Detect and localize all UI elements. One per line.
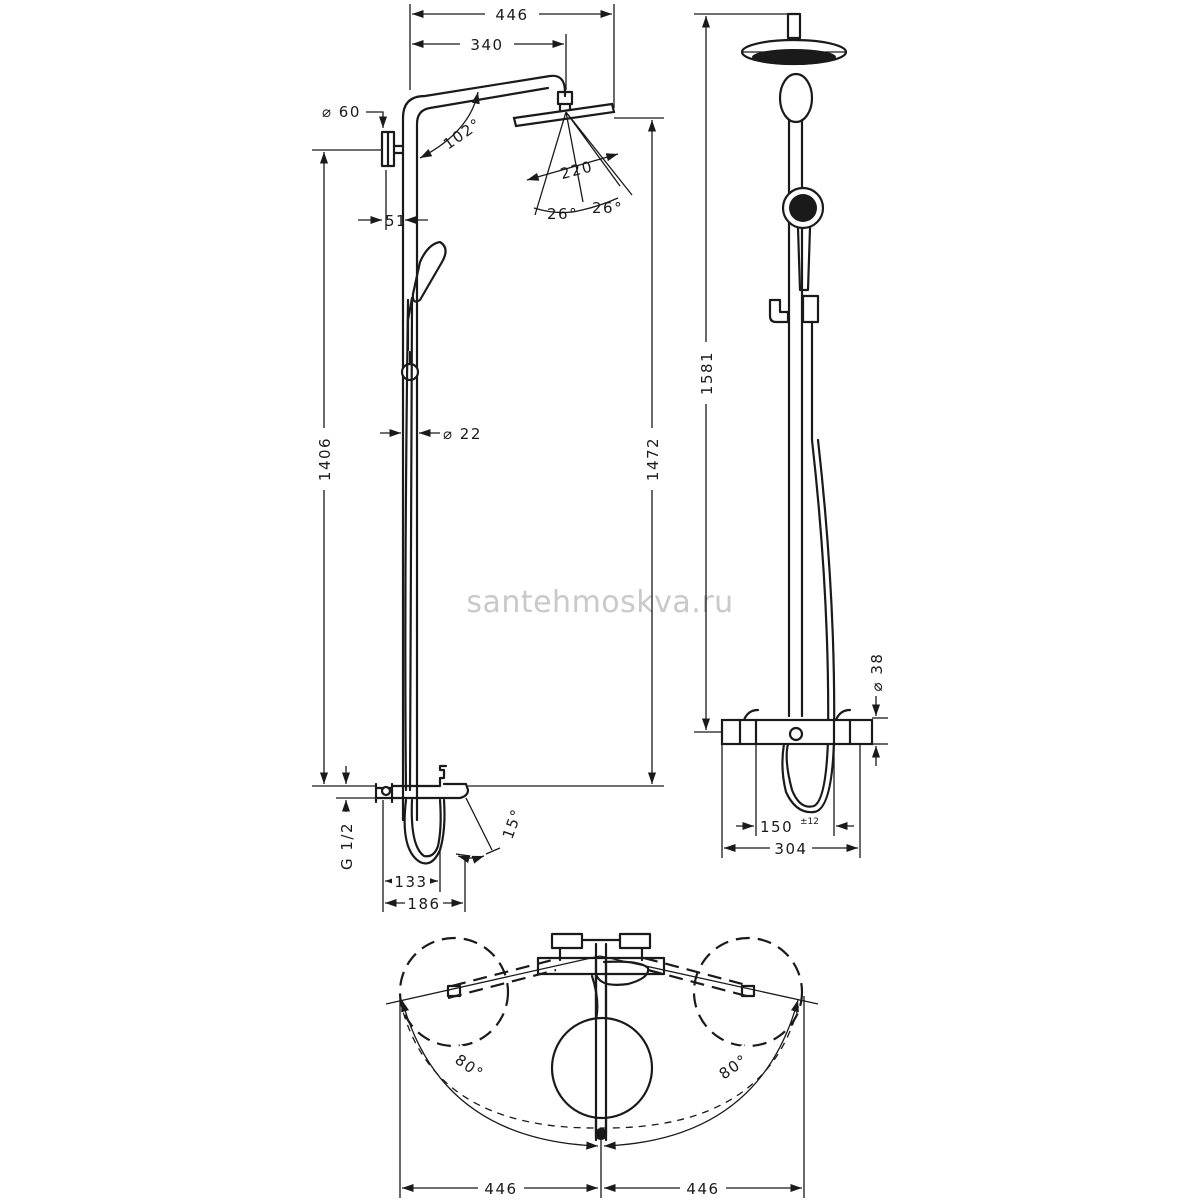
top-mixer [536, 932, 666, 976]
dim-15: 15° [499, 806, 527, 841]
mixer-handle [380, 785, 392, 797]
riser-pipe [401, 74, 567, 822]
front-slider [768, 294, 820, 324]
hand-shower [406, 240, 447, 352]
arm-end-left [446, 984, 462, 998]
arm-rotated-right [643, 956, 755, 1000]
dim-304: 304 [774, 840, 807, 858]
hose-outlet [788, 726, 804, 742]
head-stem [786, 12, 802, 40]
pipe-end [595, 1128, 607, 1140]
dim-1406: 1406 [316, 437, 334, 481]
dim-446: 446 [495, 6, 528, 24]
front-dimensions: 1581 ⌀ 38 150 ±12 304 [694, 13, 888, 858]
dim-26-left: 26° [547, 205, 578, 223]
dim-150-tol: ±12 [800, 817, 819, 827]
label-bg [405, 894, 443, 912]
label-bg [392, 872, 430, 890]
label-bg [314, 428, 334, 490]
head-center [550, 1016, 654, 1120]
dim-arc-102 [419, 91, 480, 159]
dim-arc-15b [457, 855, 485, 864]
dim-arc-15 [455, 847, 501, 857]
hose-side [404, 298, 414, 792]
label-bg [446, 1044, 496, 1088]
label-bg [770, 839, 812, 857]
dim-line-220 [526, 153, 619, 181]
dim-1472: 1472 [644, 437, 662, 481]
side-dimensions: 446 340 ⌀ 60 102° 220 26° 26° 51 ⌀ 22 14… [312, 4, 664, 913]
label-bg [680, 1179, 726, 1197]
watermark: santehmoskva.ru [466, 585, 733, 620]
dim-g12: G 1/2 [338, 822, 356, 870]
hand-shower-face [789, 194, 817, 222]
arm-loop [778, 72, 814, 124]
front-hose [781, 438, 836, 814]
hand-grip [796, 226, 812, 292]
label-bg [460, 34, 514, 54]
dim-line-60 [366, 111, 388, 128]
thermostat-handles [738, 708, 852, 746]
spout-angle-line [465, 797, 493, 851]
arc-right [603, 999, 799, 1150]
dim-133: 133 [394, 873, 427, 891]
slide-holder [400, 362, 420, 382]
head-rotated-left [398, 936, 510, 1048]
wall-bracket [380, 130, 405, 168]
top-dimensions: 446 446 [399, 996, 805, 1198]
dim-rose: ⌀ 60 [322, 103, 361, 121]
dim-102: 102° [440, 114, 485, 153]
dim-26-right: 26° [592, 199, 623, 217]
dim-220: 220 [558, 157, 595, 183]
dim-340: 340 [470, 36, 503, 54]
dim-51: 51 [385, 212, 407, 230]
arc-left [401, 999, 599, 1150]
side-view [374, 74, 633, 865]
dim-150: 150 [760, 818, 793, 836]
label-bg [478, 1179, 524, 1197]
label-bg [642, 428, 662, 490]
spray-face [752, 49, 836, 65]
label-bg [485, 4, 539, 24]
arm-end-right [740, 984, 756, 998]
dim-22: ⌀ 22 [443, 425, 482, 443]
top-view: 80° 80° [385, 932, 819, 1150]
overhead-shower [512, 102, 616, 128]
dim-446-right: 446 [686, 1180, 719, 1198]
head-rotated-right [692, 936, 804, 1048]
front-view [720, 12, 874, 814]
bath-mixer [374, 764, 470, 804]
dim-38: ⌀ 38 [868, 653, 886, 692]
hose-loop [403, 798, 446, 865]
dim-1581: 1581 [698, 351, 716, 395]
dim-arc-26 [533, 197, 619, 214]
label-bg [696, 342, 716, 404]
axis-left [385, 955, 601, 1005]
dim-446-left: 446 [484, 1180, 517, 1198]
label-bg [708, 1044, 758, 1088]
dim-186: 186 [407, 895, 440, 913]
